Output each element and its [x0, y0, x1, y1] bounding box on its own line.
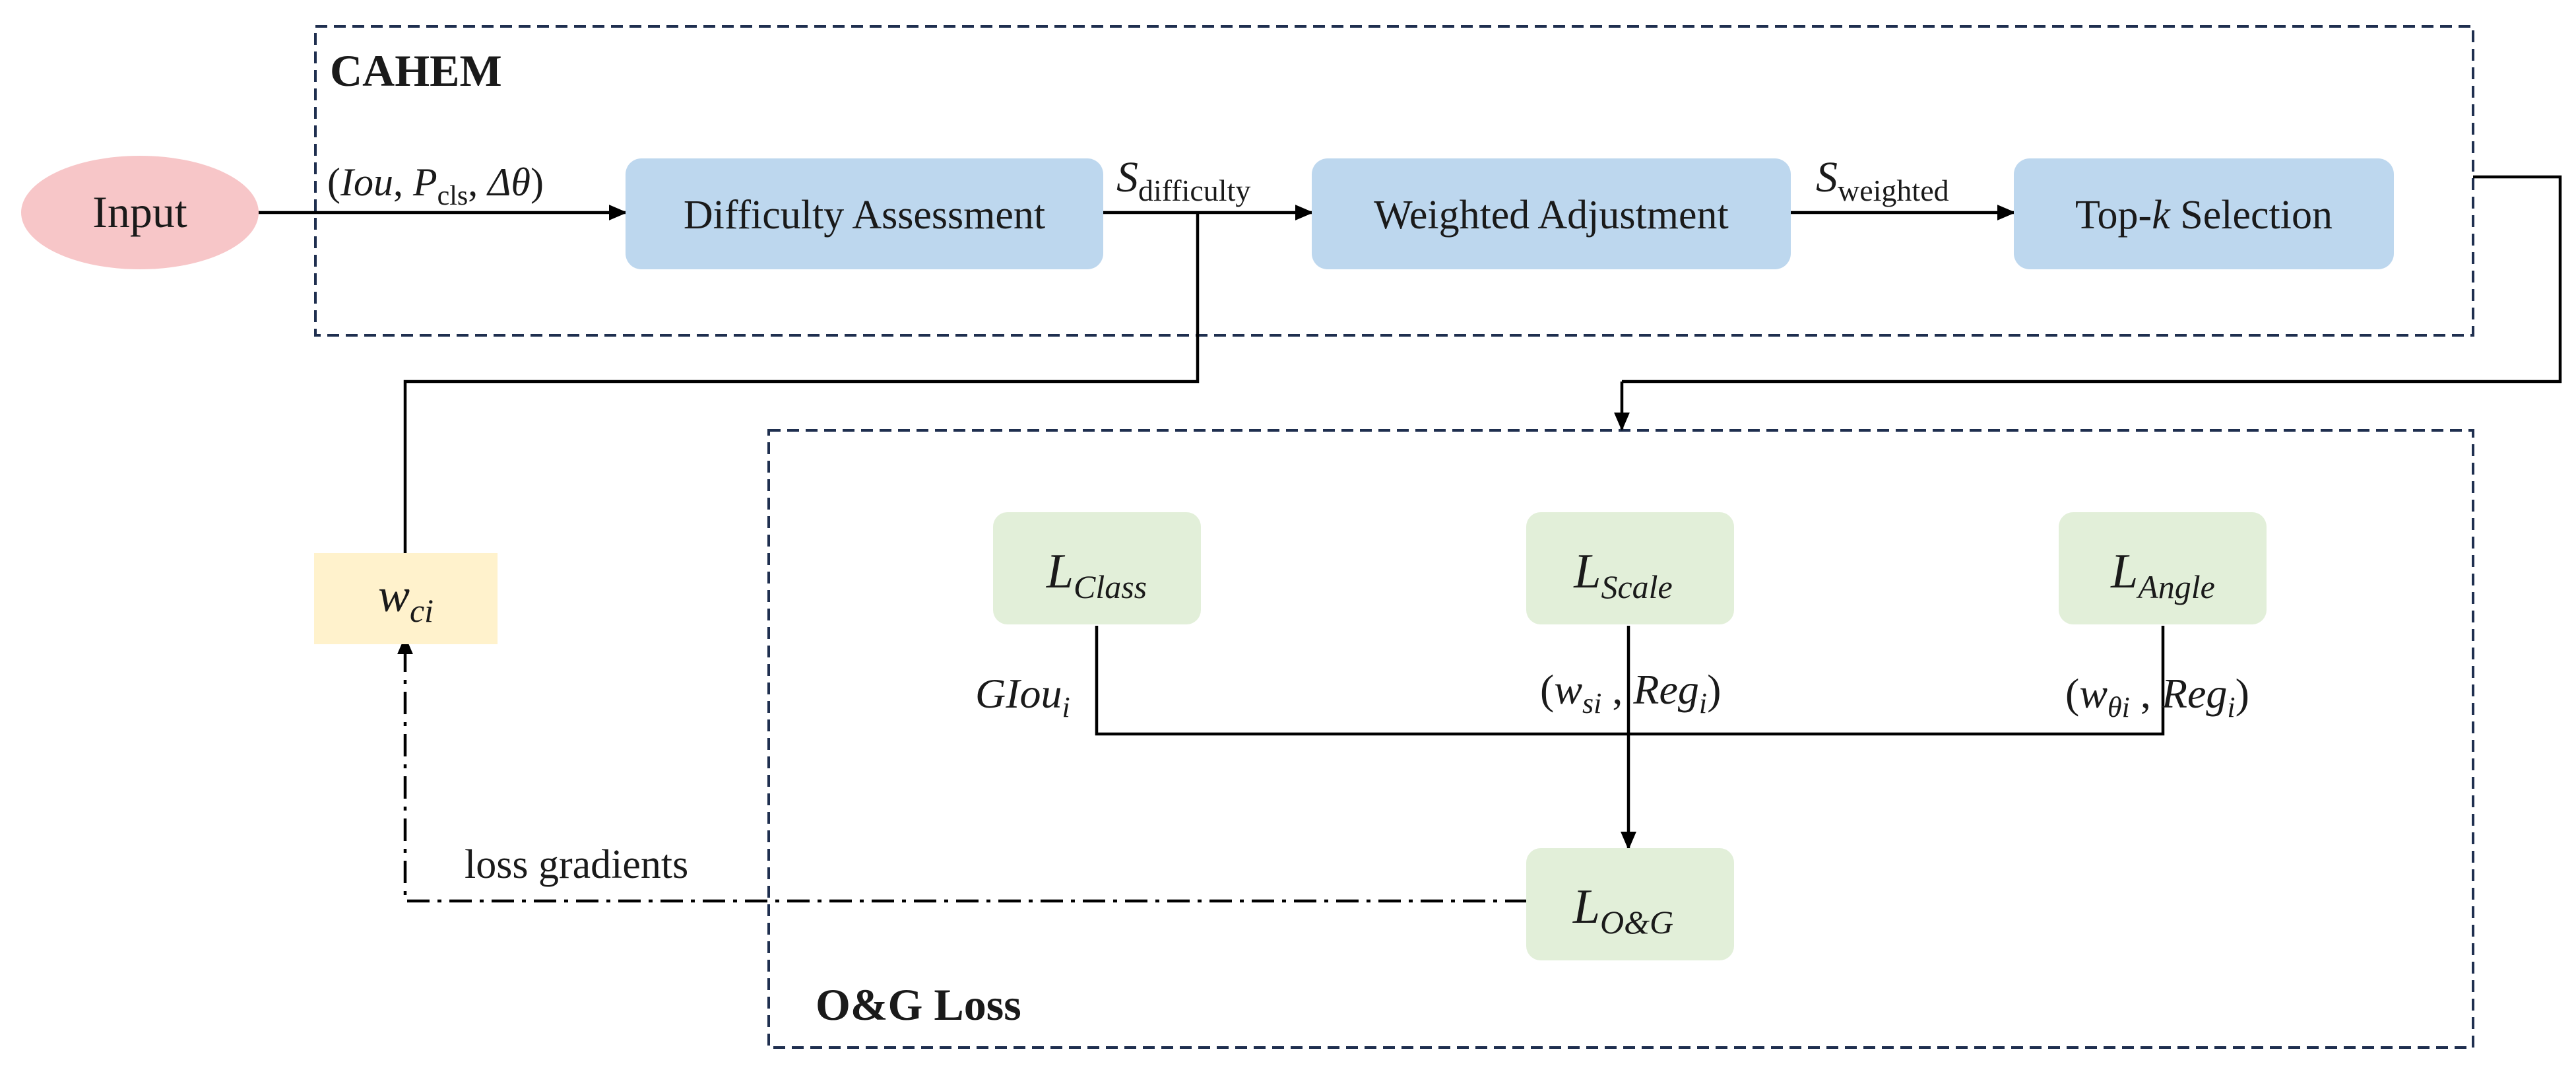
line-loss-gradients [403, 634, 1528, 903]
topk-selection-box [2014, 158, 2394, 269]
angle-args-label: (wθi , Regi) [2065, 670, 2249, 723]
weight-box [314, 553, 498, 644]
l-class-box [993, 512, 1201, 624]
difficulty-assessment-label: Difficulty Assessment [684, 193, 1045, 238]
og-loss-title: O&G Loss [816, 980, 1021, 1030]
giou-label: GIoui [975, 670, 1070, 723]
loss-gradients-label: loss gradients [465, 842, 688, 887]
weight-label: wci [378, 569, 434, 629]
cahem-frame [314, 25, 2474, 337]
l-og-box [1526, 848, 1734, 960]
weighted-adjustment-label: Weighted Adjustment [1374, 193, 1728, 238]
connectors [257, 175, 2562, 903]
difficulty-assessment-box [626, 158, 1103, 269]
input-args-label: (Iou, Pcls, Δθ) [327, 160, 544, 211]
cahem-title: CAHEM [330, 46, 502, 96]
l-scale-label: LScale [1573, 545, 1672, 605]
line-topk-to-og [1622, 175, 2562, 383]
l-og-label: LO&G [1572, 880, 1673, 941]
s-difficulty-label: Sdifficulty [1116, 153, 1250, 207]
l-angle-box [2059, 512, 2267, 624]
s-weighted-label: Sweighted [1816, 153, 1949, 207]
input-label: Input [92, 187, 187, 237]
weighted-adjustment-box [1312, 158, 1791, 269]
input-node [21, 156, 259, 269]
scale-args-label: (wsi , Regi) [1540, 666, 1721, 719]
line-difficulty-to-weight [403, 213, 1200, 553]
l-angle-label: LAngle [2110, 545, 2215, 605]
l-class-label: LClass [1046, 545, 1147, 605]
l-scale-box [1526, 512, 1734, 624]
topk-selection-label: Top-k Selection [2075, 193, 2333, 238]
